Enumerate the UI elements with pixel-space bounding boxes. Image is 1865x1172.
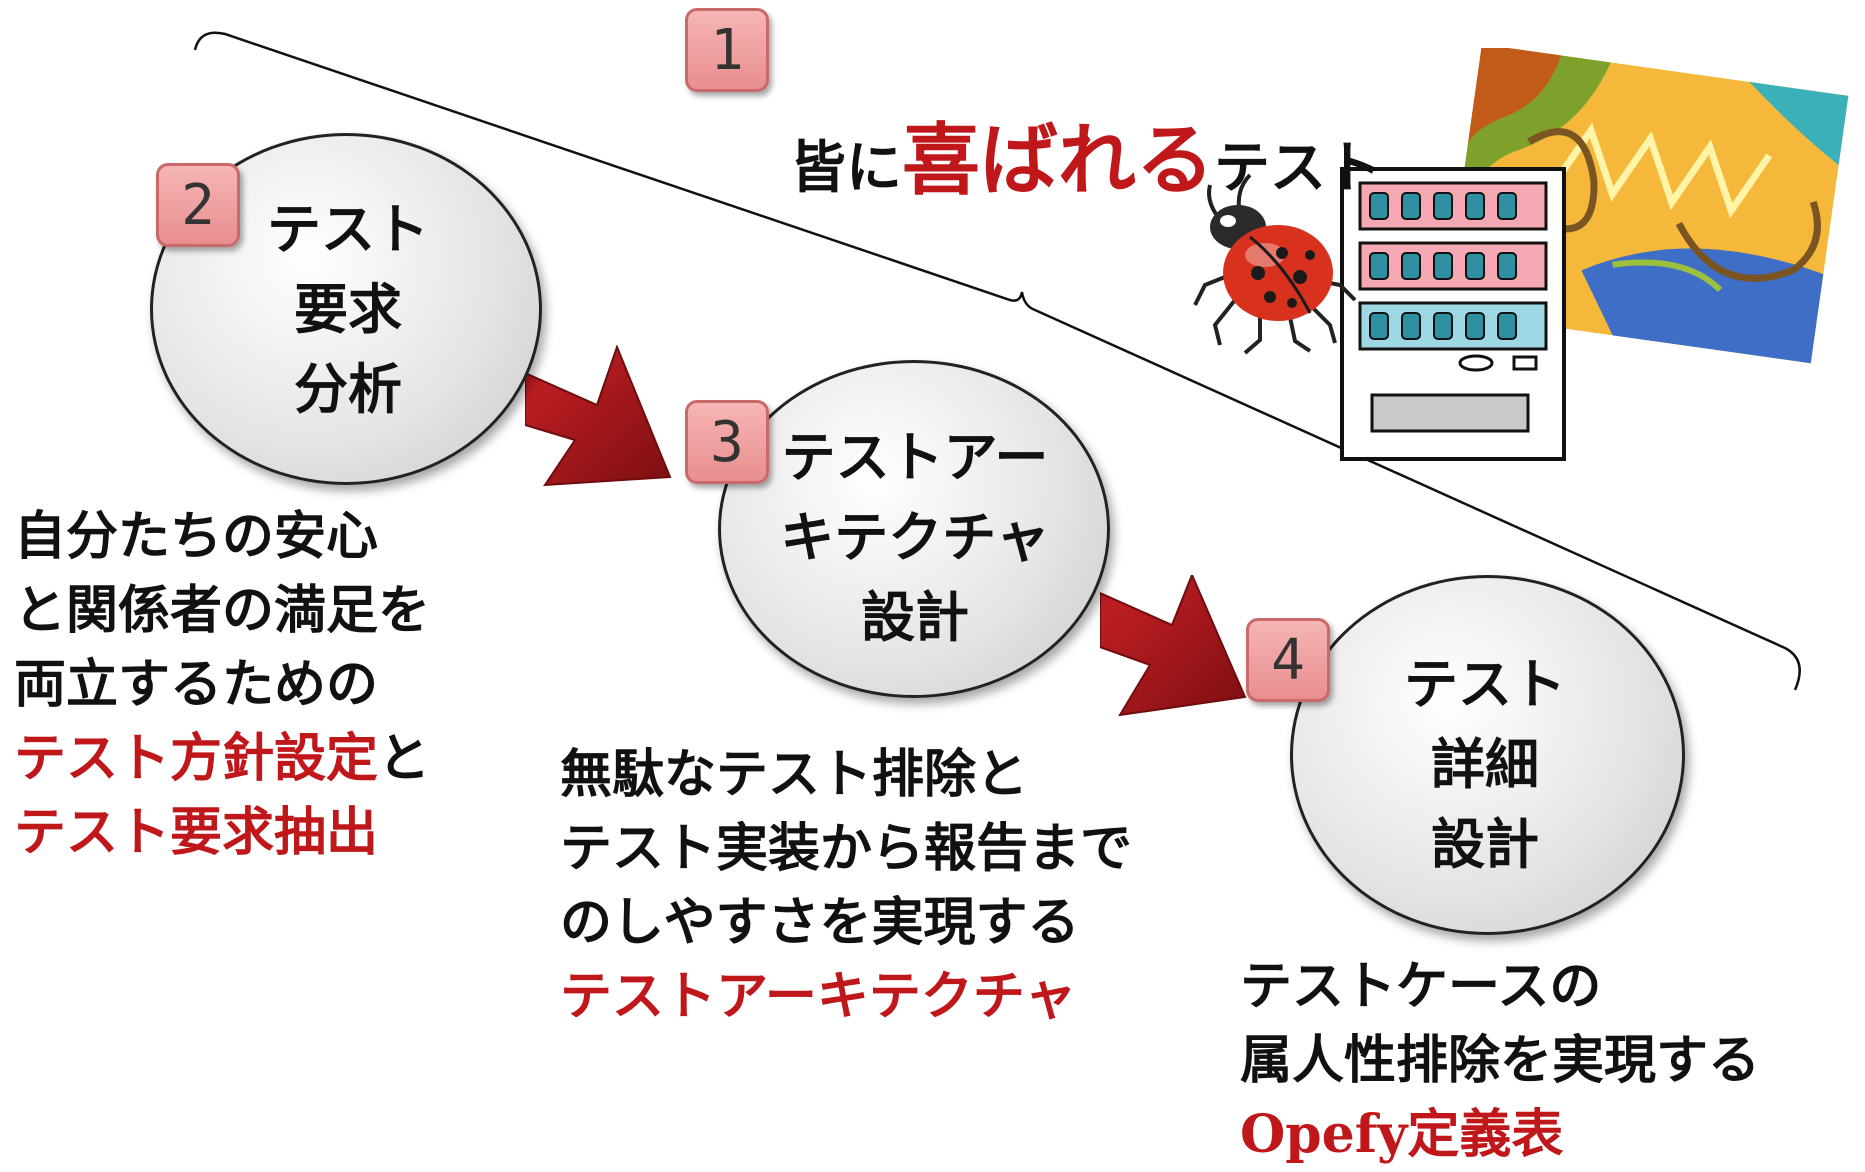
desc-line: 無駄なテスト排除と [560,745,1029,805]
desc-line: 両立するための [14,655,379,715]
step-4-badge: 4 [1246,618,1330,702]
desc-line: Opefy定義表 [1240,1104,1564,1165]
desc-highlight: テスト方針設定 [14,729,379,789]
desc-line: テスト要求抽出 [14,803,379,863]
desc-line: 属人性排除を実現する [1240,1031,1761,1091]
ladybug-icon [1193,173,1357,355]
desc-line: テスト実装から報告まで [560,819,1133,879]
desc-line: テストケースの [1240,957,1602,1017]
arrow-3-to-4 [1100,575,1247,717]
label-line: 要求 [294,278,402,341]
desc-line: テスト方針設定と [14,722,430,796]
step-1-badge: 1 [685,8,769,92]
desc-line: のしやすさを実現する [560,893,1080,953]
desc-line: テストアーキテクチャ [560,967,1077,1027]
step-3-badge: 3 [685,400,769,484]
step-2-label: テスト 要求 分析 [248,190,448,430]
label-line: 設計 [861,586,969,649]
step-4-description: テストケースの 属人性排除を実現する Opefy定義表 [1240,950,1760,1172]
vending-machine-icon [1340,167,1566,461]
label-line: テスト [267,198,429,261]
label-line: 詳細 [1431,733,1539,796]
desc-line: 自分たちの安心 [14,507,379,567]
step-2-description: 自分たちの安心 と関係者の満足を 両立するための テスト方針設定と テスト要求抽… [14,500,430,870]
step-3-description: 無駄なテスト排除と テスト実装から報告まで のしやすさを実現する テストアーキテ… [560,738,1132,1034]
step-4-circle [1290,575,1685,935]
step-2-badge: 2 [156,163,240,247]
title-suffix: テスト [1214,136,1383,201]
label-line: テスト [1404,653,1566,716]
step-3-label: テストアー キテクチャ 設計 [760,418,1070,658]
title-highlight: 喜ばれる [902,116,1215,206]
label-line: 設計 [1431,813,1539,876]
label-line: キテクチャ [780,506,1050,569]
label-line: テストアー [781,426,1049,489]
desc-connector: と [378,729,431,789]
label-line: 分析 [294,358,402,421]
title-prefix: 皆に [790,136,902,201]
desc-line: と関係者の満足を [14,581,431,641]
main-title: 皆に喜ばれるテスト [790,98,1382,210]
arrow-2-to-3 [525,345,672,487]
step-4-label: テスト 詳細 設計 [1385,645,1585,885]
step-3-circle [718,360,1110,698]
